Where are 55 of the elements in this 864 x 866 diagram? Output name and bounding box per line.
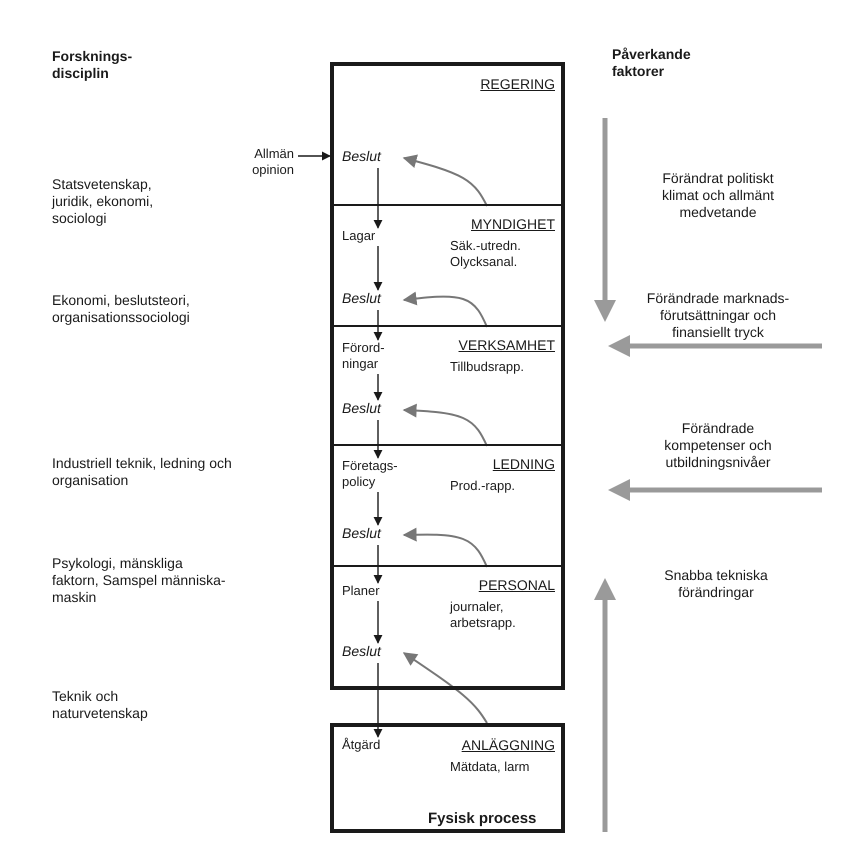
flow-arrow [374, 663, 382, 738]
discipline-text: Industriell teknik, ledning och organisation [52, 455, 232, 489]
factor-text: Förändrade kompetenser och utbildningsnivåer [663, 420, 773, 471]
flow-arrow [374, 492, 382, 526]
step-text: Förord- ningar [342, 340, 412, 374]
flow-arrow [374, 246, 382, 291]
step-text: Åtgärd [342, 737, 402, 755]
feedback-arrow [402, 292, 488, 328]
factor-text: Snabba tekniska förändringar [663, 567, 769, 601]
level-band [330, 446, 565, 567]
discipline-text: Teknik och naturvetenskap [52, 688, 149, 722]
flow-arrow [374, 374, 382, 401]
level-heading: REGERING [480, 76, 555, 92]
discipline-text: Ekonomi, beslutsteori, organisationssociologi [52, 292, 191, 326]
step-text: Beslut [342, 643, 402, 663]
flow-arrow [374, 420, 382, 459]
factor-text: Förändrat politiskt klimat och allmänt medvetande [660, 170, 776, 221]
step-text: Företags- policy [342, 458, 412, 492]
level-band [330, 62, 565, 206]
level-heading: MYNDIGHET [471, 216, 555, 232]
info-text: Tillbudsrapp. [450, 359, 525, 375]
feedback-arrow [402, 154, 488, 206]
flow-arrow [374, 545, 382, 584]
flow-arrow [298, 152, 331, 160]
level-heading: PERSONAL [478, 577, 555, 593]
level-band [330, 327, 565, 446]
info-text: Säk.-utredn. Olycksanal. [450, 238, 522, 270]
level-band [330, 723, 565, 833]
column-heading: Forsknings- disciplin [52, 48, 134, 82]
level-heading: ANLÄGGNING [462, 737, 555, 753]
column-heading: Påverkande faktorer [612, 46, 692, 80]
step-text: Beslut [342, 400, 402, 420]
factor-text: Förändrade marknads- förutsättningar och finansiellt tryck [646, 290, 790, 341]
step-text: Beslut [342, 290, 402, 310]
discipline-text: Statsvetenskap, juridik, ekonomi, sociologi [52, 176, 154, 227]
process-label: Fysisk process [428, 811, 536, 827]
level-heading: LEDNING [492, 456, 555, 472]
input-text: Allmän opinion [228, 146, 294, 186]
info-text: Mätdata, larm [450, 759, 530, 775]
step-text: Planer [342, 583, 402, 601]
flow-arrow [374, 310, 382, 341]
info-text: Prod.-rapp. [450, 478, 516, 494]
flow-arrow [374, 601, 382, 644]
feedback-arrow [402, 528, 488, 568]
step-text: Beslut [342, 148, 402, 168]
level-heading: VERKSAMHET [458, 337, 555, 353]
feedback-arrow [402, 404, 488, 446]
step-text: Lagar [342, 228, 402, 246]
level-band [330, 206, 565, 327]
discipline-text: Psykologi, mänskliga faktorn, Samspel människa-maskin [52, 555, 227, 606]
info-text: journaler, arbetsrapp. [450, 599, 517, 631]
step-text: Beslut [342, 525, 402, 545]
flow-arrow [374, 168, 382, 229]
feedback-arrow [402, 652, 488, 724]
level-band [330, 567, 565, 690]
